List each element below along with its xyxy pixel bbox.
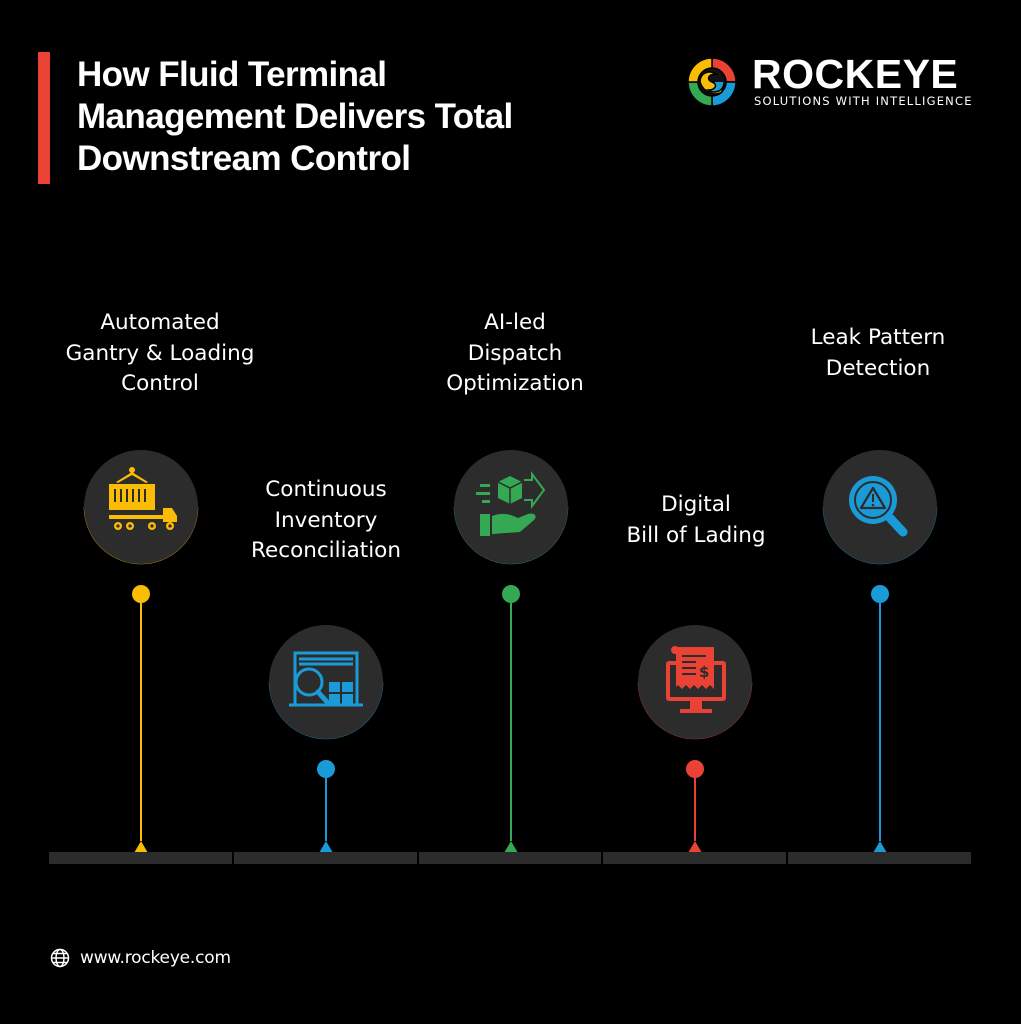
step-label-bill-of-lading: Digital Bill of Lading	[576, 490, 816, 551]
monitor-invoice-icon: $	[666, 646, 726, 713]
label-line: Continuous	[265, 477, 387, 502]
brand-logo: ROCKEYE SOLUTIONS WITH INTELLIGENCE	[686, 52, 976, 112]
label-line: AI-led	[484, 310, 546, 335]
step-marker-gantry	[134, 841, 148, 853]
step-marker-bill-of-lading	[688, 841, 702, 853]
step-node-leak-detection	[815, 450, 945, 610]
step-marker-inventory	[319, 841, 333, 853]
step-label-inventory: Continuous Inventory Reconciliation	[206, 475, 446, 567]
step-stem-inventory	[325, 778, 327, 841]
timeline-segment	[418, 852, 602, 864]
step-node-gantry	[76, 450, 206, 610]
title-line-2: Management Delivers Total	[77, 97, 513, 136]
timeline-track	[49, 852, 971, 864]
step-stem-leak-detection	[879, 603, 881, 841]
title-accent-bar	[38, 52, 50, 184]
step-stem-dispatch	[510, 603, 512, 841]
label-line: Detection	[825, 355, 931, 381]
step-label-gantry: Automated Gantry & Loading Control	[40, 308, 280, 400]
step-node-dispatch	[446, 450, 576, 610]
step-node-bill-of-lading: $	[630, 625, 760, 785]
website-link[interactable]: www.rockeye.com	[80, 948, 231, 968]
title-line-1: How Fluid Terminal	[77, 55, 387, 94]
timeline-segment	[603, 852, 787, 864]
brand-name: ROCKEYE	[752, 51, 959, 97]
search-warning-icon	[849, 476, 908, 537]
step-label-leak-detection: Leak Pattern Detection	[758, 323, 998, 384]
timeline-segment	[49, 852, 232, 864]
timeline-segment	[788, 852, 971, 864]
warehouse-search-icon	[289, 651, 363, 707]
timeline-segment	[233, 852, 417, 864]
step-node-inventory	[261, 625, 391, 785]
label-line: Bill of Lading	[626, 522, 766, 548]
step-stem-bill-of-lading	[694, 778, 696, 841]
svg-text:$: $	[699, 663, 709, 681]
label-line: Automated	[100, 310, 220, 335]
label-line: Inventory	[274, 507, 378, 533]
label-line: Optimization	[446, 371, 584, 396]
page-title: How Fluid Terminal Management Delivers T…	[77, 54, 637, 180]
footer: www.rockeye.com	[50, 948, 231, 968]
label-line: Digital	[661, 492, 731, 517]
globe-icon	[50, 948, 70, 968]
container-truck-icon	[109, 467, 177, 530]
label-line: Reconciliation	[251, 538, 401, 563]
label-line: Dispatch	[467, 340, 563, 366]
step-marker-leak-detection	[873, 841, 887, 853]
label-line: Control	[121, 371, 199, 396]
title-line-3: Downstream Control	[77, 139, 411, 178]
step-marker-dispatch	[504, 841, 518, 853]
swirl-logo-icon	[687, 57, 737, 107]
label-line: Gantry & Loading	[65, 340, 255, 366]
hand-package-delivery-icon	[476, 471, 546, 536]
step-stem-gantry	[140, 603, 142, 841]
step-label-dispatch: AI-led Dispatch Optimization	[395, 308, 635, 400]
brand-tagline: SOLUTIONS WITH INTELLIGENCE	[754, 94, 973, 108]
label-line: Leak Pattern	[810, 325, 946, 350]
